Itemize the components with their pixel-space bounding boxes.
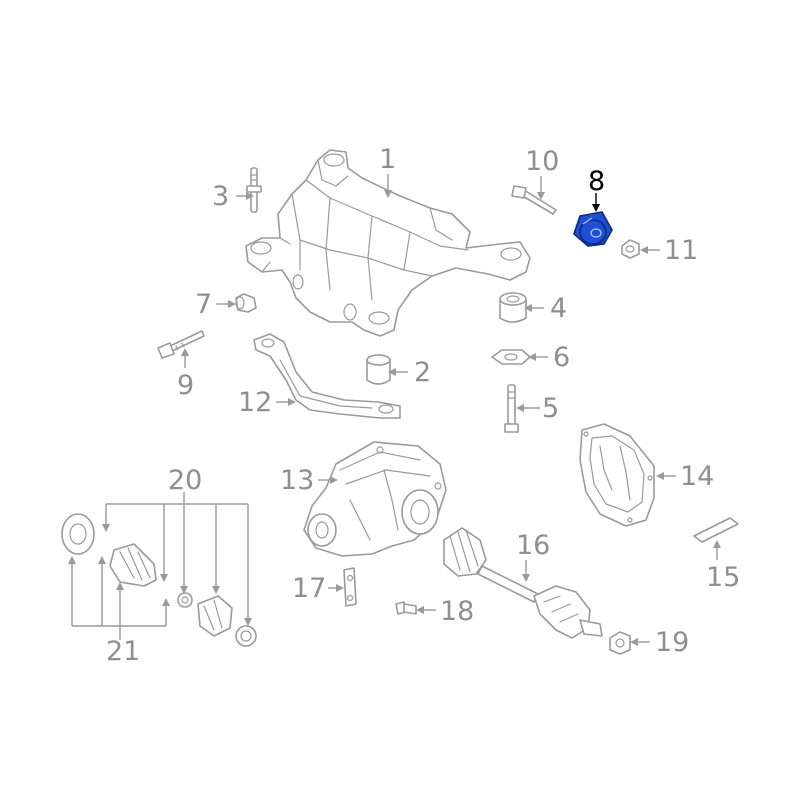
part-6-washer-plate [491, 349, 531, 365]
callout-6: 6 [553, 342, 570, 373]
part-9-bolt [157, 330, 205, 359]
callout-14: 14 [680, 461, 714, 492]
callout-1: 1 [379, 144, 396, 175]
callout-17: 17 [292, 573, 326, 604]
part-2-bushing [366, 354, 391, 385]
callout-18: 18 [440, 596, 474, 627]
part-4-mount-bushing [499, 292, 527, 323]
callout-leaders [68, 174, 721, 646]
part-13-differential [303, 441, 447, 557]
part-17-bracket [343, 567, 357, 607]
callout-21: 21 [106, 636, 140, 667]
callout-2: 2 [414, 357, 431, 388]
part-7-small-bushing [235, 293, 257, 313]
callout-5: 5 [542, 393, 559, 424]
part-10-bolt [511, 185, 557, 215]
callout-9: 9 [177, 370, 194, 401]
callout-16: 16 [516, 530, 550, 561]
callout-labels: 1 2 3 4 5 6 7 8 9 10 11 12 13 14 15 16 1… [106, 144, 740, 667]
callout-12: 12 [238, 387, 272, 418]
callout-3: 3 [212, 181, 229, 212]
part-20-21-joint-boot-kit [61, 513, 257, 647]
part-16-drive-shaft [443, 527, 603, 639]
callout-15: 15 [706, 562, 740, 593]
part-8-highlighted-bushing[interactable] [573, 211, 613, 247]
part-11-nut [621, 239, 640, 259]
part-3-stud-bolt [246, 167, 262, 213]
callout-7: 7 [195, 289, 212, 320]
callout-8[interactable]: 8 [588, 166, 605, 197]
part-14-rear-cover [579, 423, 655, 527]
callout-13: 13 [280, 465, 314, 496]
callout-20: 20 [168, 465, 202, 496]
callout-11: 11 [664, 235, 698, 266]
part-18-bolt [395, 601, 417, 615]
part-19-nut [609, 631, 631, 655]
part-15-shim [693, 517, 739, 543]
callout-19: 19 [655, 627, 689, 658]
part-5-bolt [504, 384, 519, 433]
part-12-bracket-arm [253, 333, 401, 419]
part-1-rear-subframe [245, 149, 531, 337]
callout-10: 10 [525, 146, 559, 177]
callout-4: 4 [550, 293, 567, 324]
